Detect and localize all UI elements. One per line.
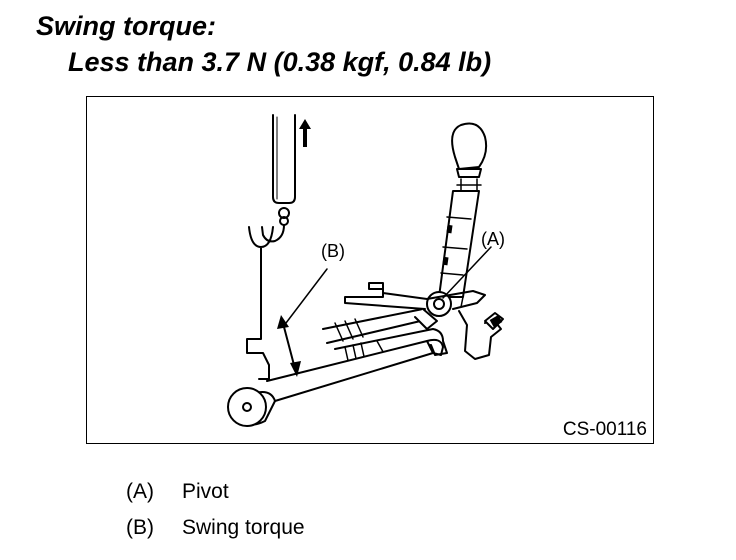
figure-frame: (B) (A) CS-00116 — [86, 96, 654, 444]
legend: (A) Pivot (B) Swing torque — [126, 474, 305, 546]
spring-scale — [261, 114, 296, 243]
heading-line-2: Less than 3.7 N (0.38 kgf, 0.84 lb) — [68, 47, 492, 77]
rod-end-eye — [227, 387, 276, 427]
bracket-plate — [344, 282, 486, 310]
leader-line-b — [285, 268, 328, 324]
heading-line-1: Swing torque: — [36, 11, 216, 41]
legend-key: (A) — [126, 480, 154, 503]
rear-bracket — [458, 310, 504, 360]
swing-torque-arrow-icon — [277, 315, 301, 377]
legend-text: Swing torque — [182, 516, 305, 539]
label-a: (A) — [481, 229, 505, 249]
figure-code: CS-00116 — [562, 419, 647, 440]
shift-lever — [438, 122, 488, 308]
hook-rod — [246, 226, 274, 380]
pull-up-arrow-icon — [299, 119, 311, 147]
legend-text: Pivot — [182, 480, 229, 503]
label-b: (B) — [321, 241, 345, 261]
gear-shift-diagram: (B) (A) — [227, 114, 505, 427]
leader-line-a — [442, 246, 492, 299]
legend-key: (B) — [126, 516, 154, 539]
heading: Swing torque: Less than 3.7 N (0.38 kgf,… — [36, 8, 491, 80]
legend-item: (B) Swing torque — [126, 510, 305, 546]
legend-item: (A) Pivot — [126, 474, 305, 510]
upper-link-rod — [322, 308, 438, 344]
extension-rod — [266, 338, 444, 402]
